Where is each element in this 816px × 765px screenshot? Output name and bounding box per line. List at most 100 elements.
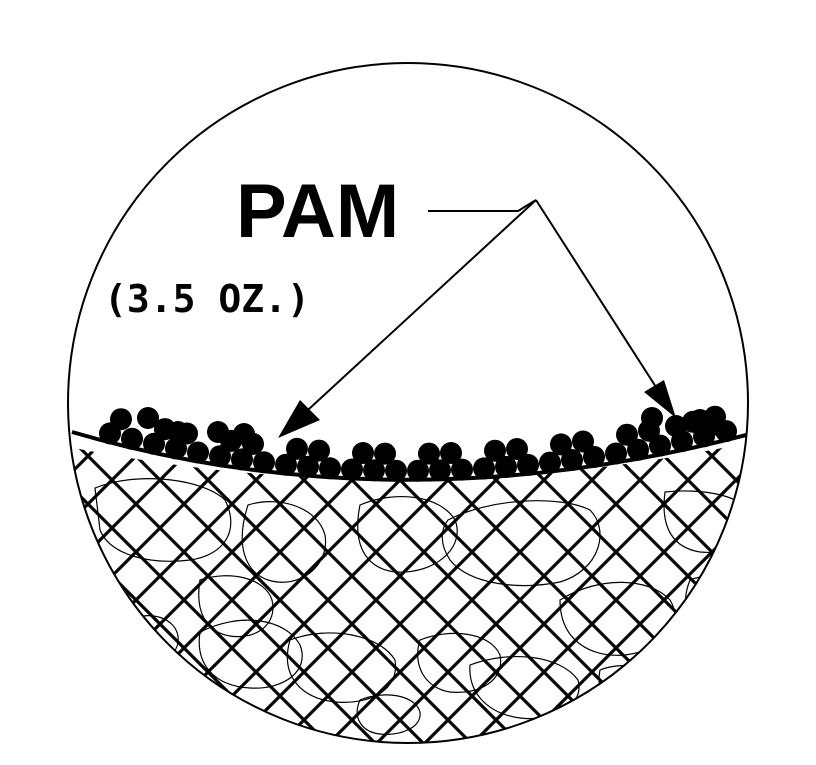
pam-granule (110, 408, 132, 431)
hatch-line (590, 427, 748, 743)
hatch-line (68, 427, 338, 743)
hatch-line (654, 427, 748, 743)
hatch-line (542, 427, 748, 743)
hatch-line (784, 0, 816, 765)
pam-granule (341, 458, 363, 481)
hatch-line (68, 427, 674, 743)
hatch-line (110, 427, 748, 743)
soil-aggregate (598, 665, 659, 710)
hatch-line (68, 427, 242, 743)
hatch-line (68, 427, 546, 743)
pam-granule (605, 442, 627, 465)
hatch-line (68, 427, 748, 743)
pam-granule (407, 459, 429, 482)
arrowhead-left (278, 400, 320, 438)
hatch-line (68, 427, 578, 743)
pam-granule (561, 449, 583, 471)
pam-granule (473, 457, 495, 480)
pam-granule (539, 451, 561, 474)
soil-aggregates (94, 478, 748, 735)
hatch-line (0, 0, 64, 765)
soil-aggregate (241, 501, 327, 583)
hatch-line (462, 427, 748, 743)
pam-granule (319, 457, 341, 480)
hatch-line (68, 427, 482, 743)
pam-label: PAM (236, 169, 399, 254)
pam-granule (374, 442, 396, 465)
pam-granule (308, 439, 330, 462)
hatch-line (68, 427, 210, 743)
hatch-line (68, 427, 98, 743)
pam-granule (207, 421, 229, 443)
pam-granule (627, 438, 649, 461)
pam-granule (572, 430, 594, 453)
hatch-line (68, 427, 530, 743)
pointer-leaders (283, 199, 673, 433)
pam-granule (209, 445, 231, 468)
hatch-line (68, 427, 162, 743)
soil-aggregate (198, 575, 274, 638)
leader-line-left (283, 199, 537, 433)
pam-granule (616, 423, 638, 446)
pam-granule (550, 433, 572, 456)
pam-granules (99, 405, 737, 482)
section-circle-outline (67, 62, 749, 744)
hatch-line (800, 0, 816, 765)
hatch-line (222, 427, 748, 743)
soil-aggregate (198, 619, 303, 689)
hatch-line (158, 427, 748, 743)
hatch-line (494, 427, 748, 743)
arrowhead-right (644, 380, 676, 418)
pam-granule (385, 459, 407, 482)
hatch-line (68, 427, 258, 743)
pam-granule (187, 441, 209, 464)
pam-granule (495, 455, 517, 478)
soil-aggregate (417, 632, 502, 693)
pam-granule (121, 427, 143, 450)
hatch-line (68, 427, 194, 743)
hatch-line (558, 427, 748, 743)
hatch-line (686, 427, 748, 743)
pam-granule (506, 438, 528, 460)
hatch-line (68, 427, 738, 743)
hatch-line (68, 427, 114, 743)
hatch-line (254, 427, 748, 743)
soil-aggregate (94, 478, 232, 562)
pam-granule (440, 442, 462, 464)
pam-granule (352, 442, 374, 464)
hatch-line (126, 427, 748, 743)
hatch-line (366, 427, 748, 743)
hatch-line (0, 0, 16, 765)
pam-granule (641, 407, 663, 429)
hatch-line (68, 427, 146, 743)
hatch-line (0, 0, 48, 765)
pam-granule (297, 455, 319, 478)
hatch-line (68, 427, 306, 743)
hatch-line (68, 427, 450, 743)
pam-granule (583, 445, 605, 468)
hatch-line (174, 427, 748, 743)
hatch-line (606, 427, 748, 743)
pam-granule (451, 458, 473, 481)
hatch-line (68, 427, 290, 743)
quantity-label: (3.5 OZ.) (104, 277, 310, 321)
soil-aggregate (126, 615, 179, 662)
hatch-line (78, 427, 748, 743)
hatch-line (68, 427, 690, 743)
hatch-line (68, 427, 748, 743)
hatch-line (318, 427, 748, 743)
hatch-line (414, 427, 748, 743)
pam-granule (363, 459, 385, 482)
soil-aggregate (356, 694, 421, 735)
hatch-line (638, 427, 748, 743)
hatch-line (446, 427, 748, 743)
soil-aggregate (441, 500, 601, 587)
hatch-line (398, 427, 748, 743)
hatch-line (68, 427, 434, 743)
pam-granule (286, 437, 308, 460)
hatch-line (68, 427, 626, 743)
hatch-line (206, 427, 748, 743)
pam-granule (695, 419, 717, 441)
pam-granule (233, 423, 255, 445)
